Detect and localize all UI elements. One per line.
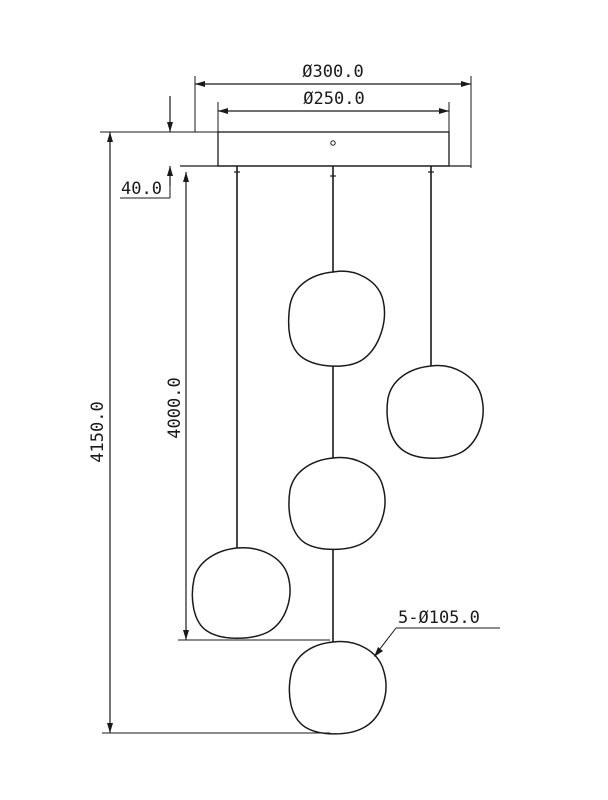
canopy-height-dimension: 40.0 bbox=[120, 96, 210, 199]
outer-diameter-label: Ø300.0 bbox=[302, 62, 363, 82]
canopy bbox=[180, 131, 471, 167]
total-height-label: 4150.0 bbox=[88, 401, 108, 462]
drop-length-dimension: 4000.0 bbox=[165, 172, 330, 641]
globe-right bbox=[386, 364, 484, 459]
globe-size-label: 5-Ø105.0 bbox=[398, 608, 480, 628]
outer-diameter-dimension: Ø300.0 bbox=[194, 62, 472, 168]
canopy-diameter-label: Ø250.0 bbox=[303, 89, 364, 109]
canopy-diameter-dimension: Ø250.0 bbox=[217, 89, 450, 132]
globe-middle-center bbox=[288, 456, 386, 551]
globe-size-callout: 5-Ø105.0 bbox=[374, 608, 500, 657]
total-height-dimension: 4150.0 bbox=[88, 131, 330, 734]
globe-bottom-center bbox=[288, 640, 387, 735]
suspension-cables bbox=[234, 166, 434, 642]
glass-globes bbox=[191, 270, 484, 735]
globe-left bbox=[191, 547, 291, 639]
canopy-height-label: 40.0 bbox=[121, 179, 162, 199]
globe-upper-center bbox=[287, 270, 386, 367]
drop-length-label: 4000.0 bbox=[165, 377, 185, 438]
